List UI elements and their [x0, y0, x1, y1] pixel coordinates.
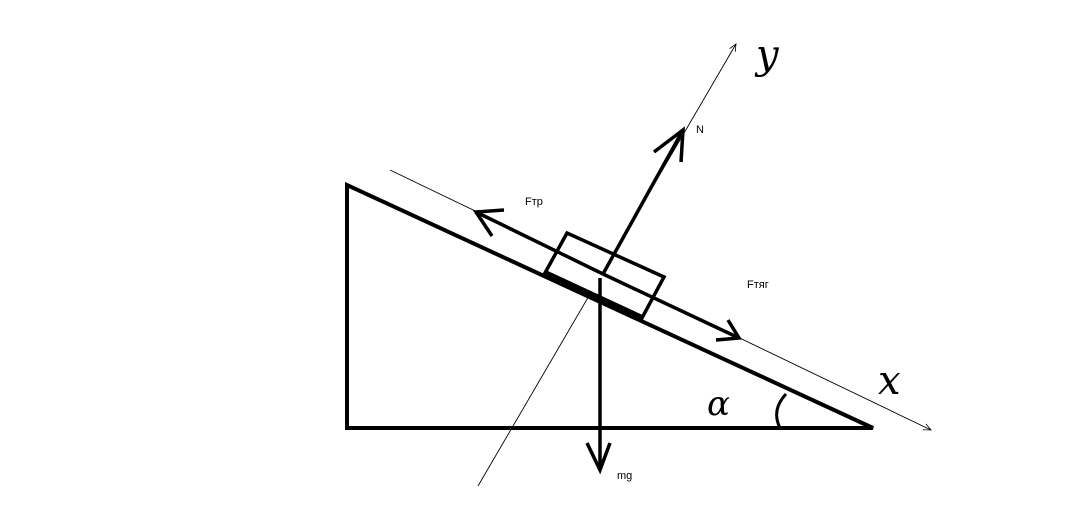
- incline-triangle: [345, 181, 874, 430]
- gravity-arrow-head: [585, 442, 612, 475]
- normal-force-label: N: [696, 124, 704, 136]
- traction-arrow-shaft: [602, 272, 740, 340]
- normal-arrow-shaft: [601, 129, 685, 275]
- traction-arrow-head: [715, 319, 742, 342]
- angle-label: α: [707, 384, 730, 424]
- traction-force-label: Fтяг: [747, 279, 769, 291]
- x-axis-label: x: [878, 358, 901, 404]
- block-contact-line: [543, 270, 644, 321]
- friction-arrow-shaft: [475, 210, 604, 276]
- normal-arrow-head: [652, 126, 685, 163]
- y-axis-label: y: [754, 32, 780, 78]
- angle-arc: [775, 392, 788, 429]
- friction-force-label: Fтр: [525, 196, 543, 208]
- gravity-force-label: mg: [617, 470, 632, 482]
- friction-arrow-head: [472, 208, 505, 237]
